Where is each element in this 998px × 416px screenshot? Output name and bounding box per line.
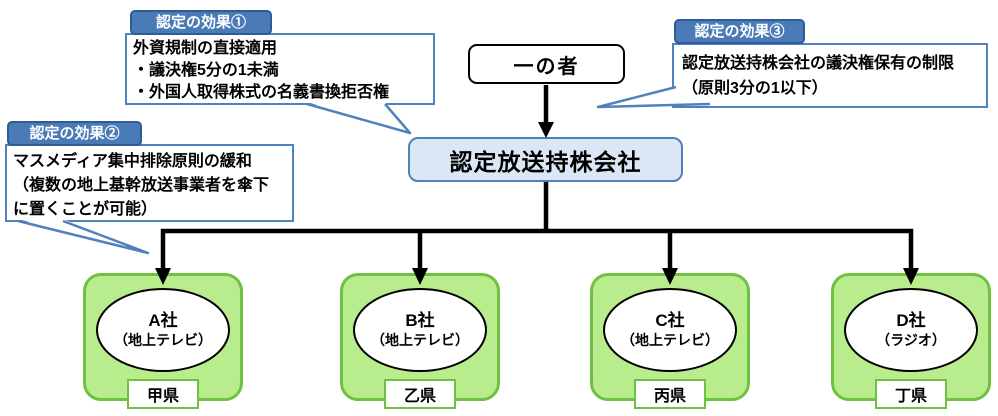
root-node-box: 一の者 bbox=[468, 44, 625, 84]
callout3-line: 認定放送持株会社の議決権保有の制限 bbox=[682, 55, 955, 72]
prefecture-label: 丙県 bbox=[634, 379, 706, 409]
prefecture-label: 甲県 bbox=[127, 379, 199, 409]
callout3-line: （原則3分の1以下） bbox=[682, 80, 828, 97]
callout2-line: マスメディア集中排除原則の緩和 bbox=[13, 153, 252, 170]
company-ellipse: A社 （地上テレビ） bbox=[96, 288, 230, 372]
company-name: A社 bbox=[148, 311, 178, 330]
callout2-title-tab: 認定の効果② bbox=[7, 121, 142, 146]
company-type: （地上テレビ） bbox=[371, 332, 469, 348]
callout1-body: 外資規制の直接適用 ・議決権5分の1未満 ・外国人取得株式の名義書換拒否権 bbox=[125, 33, 435, 105]
callout2-body: マスメディア集中排除原則の緩和 （複数の地上基幹放送事業者を傘下 に置くことが可… bbox=[5, 144, 294, 222]
root-node-label: 一の者 bbox=[513, 55, 580, 78]
company-ellipse: D社 （ラジオ） bbox=[844, 288, 978, 372]
holding-company-box: 認定放送持株会社 bbox=[408, 137, 683, 182]
callout1-tail bbox=[306, 102, 412, 135]
holding-company-label: 認定放送持株会社 bbox=[449, 148, 642, 175]
company-box-d: D社 （ラジオ） 丁県 bbox=[831, 273, 991, 409]
company-box-a: A社 （地上テレビ） 甲県 bbox=[83, 273, 243, 409]
callout2-title: 認定の効果② bbox=[29, 125, 120, 142]
callout3-title-tab: 認定の効果③ bbox=[674, 19, 805, 44]
callout1-line: 外資規制の直接適用 bbox=[133, 40, 278, 57]
prefecture-label: 丁県 bbox=[875, 379, 947, 409]
callout2-tail bbox=[17, 219, 150, 255]
company-type: （ラジオ） bbox=[876, 332, 946, 348]
callout1-line: ・議決権5分の1未満 bbox=[133, 62, 279, 79]
callout2-line: に置くことが可能） bbox=[13, 201, 158, 218]
company-ellipse: C社 （地上テレビ） bbox=[603, 288, 737, 372]
callout3-title: 認定の効果③ bbox=[694, 23, 785, 40]
callout1-line: ・外国人取得株式の名義書換拒否権 bbox=[133, 84, 390, 101]
company-type: （地上テレビ） bbox=[114, 332, 212, 348]
company-ellipse: B社 （地上テレビ） bbox=[353, 288, 487, 372]
company-box-c: C社 （地上テレビ） 丙県 bbox=[590, 273, 750, 409]
callout3-body: 認定放送持株会社の議決権保有の制限 （原則3分の1以下） bbox=[672, 43, 988, 108]
arrow-root-to-holding bbox=[538, 85, 554, 138]
callout2-line: （複数の地上基幹放送事業者を傘下 bbox=[13, 177, 270, 194]
company-name: D社 bbox=[896, 311, 926, 330]
callout1-title-tab: 認定の効果① bbox=[130, 10, 272, 35]
prefecture-label: 乙県 bbox=[384, 379, 456, 409]
company-box-b: B社 （地上テレビ） 乙県 bbox=[340, 273, 500, 409]
company-name: C社 bbox=[655, 311, 685, 330]
company-name: B社 bbox=[405, 311, 435, 330]
company-type: （地上テレビ） bbox=[621, 332, 719, 348]
callout1-title: 認定の効果① bbox=[155, 14, 246, 31]
